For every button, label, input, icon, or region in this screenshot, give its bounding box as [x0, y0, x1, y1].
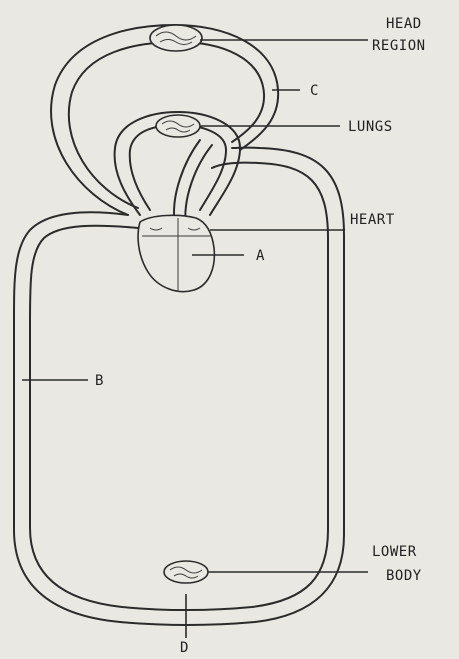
- label-lungs: LUNGS: [348, 119, 393, 135]
- label-b: B: [95, 373, 104, 389]
- label-c: C: [310, 83, 319, 99]
- pulmonary-branch: [174, 140, 200, 225]
- label-lower-line1: LOWER: [372, 544, 417, 560]
- label-lower-line2: BODY: [386, 568, 422, 584]
- label-d: D: [180, 640, 189, 654]
- label-a: A: [256, 248, 265, 264]
- label-heart: HEART: [350, 212, 395, 228]
- lower-body-organ: [164, 561, 208, 583]
- label-head-line2: REGION: [372, 38, 426, 54]
- label-head-line1: HEAD: [386, 16, 422, 32]
- lungs-organ: [156, 115, 200, 137]
- head-organ: [150, 25, 202, 51]
- heart-organ: [138, 215, 214, 291]
